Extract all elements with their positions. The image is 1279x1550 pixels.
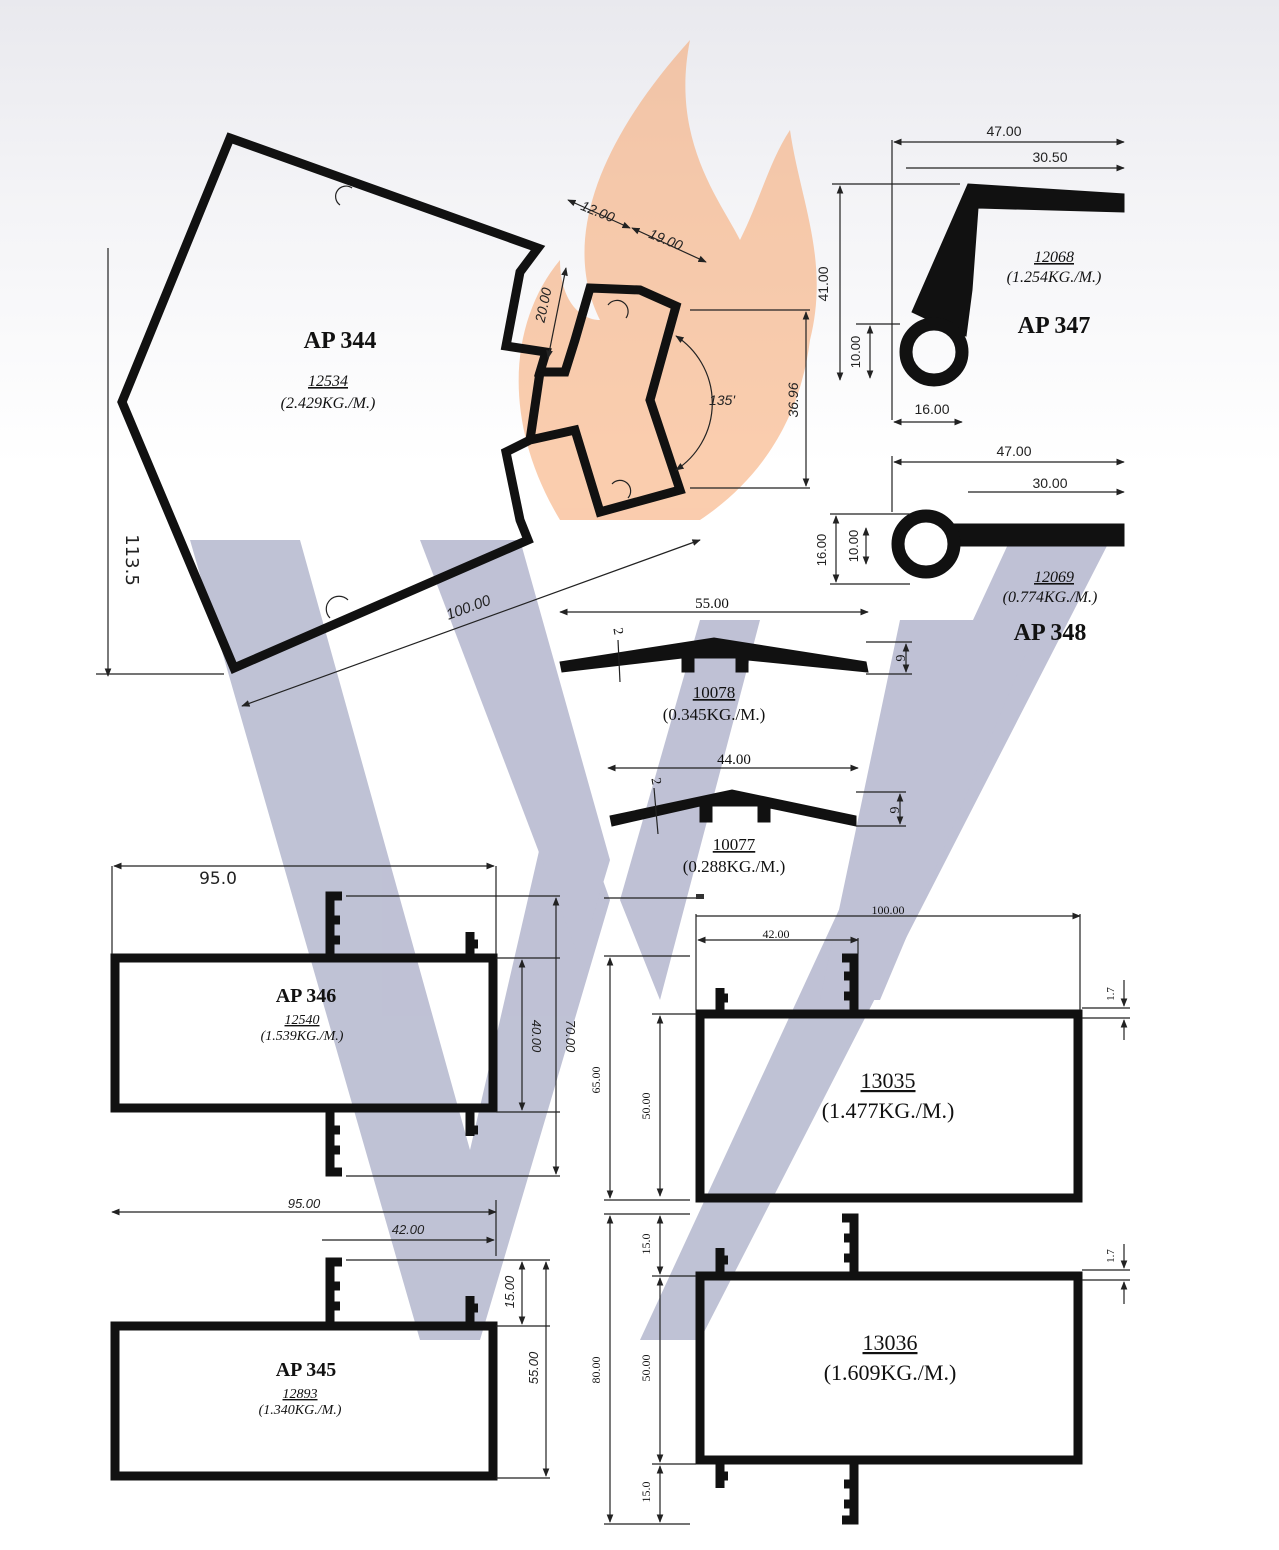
ap348-dim-16: 16.00 [814, 534, 829, 567]
ap346-dim-95: 95.0 [199, 869, 237, 889]
ap344-dim-3696: 36.96 [785, 382, 801, 417]
13036-top-lip [715, 1248, 728, 1272]
ap348-arm [951, 523, 1125, 547]
13036-bottom-lip [715, 1464, 728, 1488]
13035-marker [696, 894, 704, 899]
ap346-code: 12540 [285, 1013, 320, 1028]
ap344-hook-top [334, 185, 353, 206]
13035-top-lip [715, 988, 728, 1010]
ap347-eye [899, 317, 969, 387]
ap345-top-flange [325, 1257, 342, 1322]
13035-dim-65: 65.00 [589, 1067, 603, 1094]
13035-top-flange [842, 953, 859, 1010]
13036-top-flange [842, 1213, 859, 1272]
10077-dim-44: 44.00 [717, 752, 751, 768]
profile-10078: 55.00 2 6 10078 (0.345KG./M.) [559, 596, 912, 724]
10078-code: 10078 [693, 683, 736, 702]
ap348-weight: (0.774KG./M.) [1003, 589, 1098, 606]
ap345-title: AP 345 [276, 1359, 337, 1381]
ap347-title: AP 347 [1018, 313, 1091, 339]
10077-dim-2: 2 [647, 777, 663, 786]
ap345-dim-42: 42.00 [392, 1222, 425, 1237]
10078-weight: (0.345KG./M.) [663, 705, 765, 724]
ap346-top-flange [325, 891, 342, 955]
13036-code: 13036 [863, 1330, 918, 1355]
ap346-bottom-flange [325, 1110, 342, 1177]
profile-ap347: 47.00 30.50 41.00 10.00 16.00 12068 (1.2… [815, 123, 1125, 426]
ap344-weight: (2.429KG./M.) [281, 395, 376, 412]
13036-dim-15-bottom: 15.0 [639, 1482, 653, 1503]
ap347-dim-47: 47.00 [986, 123, 1021, 139]
ap347-code: 12068 [1034, 249, 1074, 266]
13035-dim-42: 42.00 [763, 927, 790, 941]
ap344-outline [117, 132, 686, 674]
ap348-eye [891, 509, 961, 579]
ap347-body [911, 183, 1125, 337]
ap347-weight: (1.254KG./M.) [1007, 269, 1102, 286]
13036-dim-15-top: 15.0 [639, 1234, 653, 1255]
13036-dim-17: 1.7 [1105, 1249, 1117, 1263]
ap345-dim-55: 55.00 [526, 1351, 541, 1384]
ap347-dim-41: 41.00 [815, 266, 831, 301]
ap347-dim-16: 16.00 [914, 401, 949, 417]
10078-dim-2: 2 [609, 627, 625, 636]
profile-10077: 44.00 2 6 10077 (0.288KG./M.) [607, 752, 906, 876]
profile-13035: 100.00 42.00 1.7 65.00 50.00 13035 (1.47… [589, 894, 1130, 1203]
profile-13036: 15.0 1.7 80.00 50.00 15.0 13036 (1.609KG… [589, 1213, 1130, 1525]
10077-dim-6: 6 [886, 807, 901, 814]
13035-dim-50: 50.00 [639, 1093, 653, 1120]
profile-ap348: 47.00 30.00 16.00 10.00 12069 (0.774KG./… [814, 443, 1125, 646]
ap345-code: 12893 [283, 1387, 318, 1402]
ap347-dim-3050: 30.50 [1032, 149, 1067, 165]
profile-ap345: 95.00 42.00 15.00 55.00 AP 345 12893 (1.… [110, 1196, 550, 1481]
13036-dim-80: 80.00 [589, 1357, 603, 1384]
ap348-code: 12069 [1034, 569, 1074, 586]
ap344-title: AP 344 [304, 328, 377, 354]
10078-dim-6: 6 [892, 655, 907, 662]
ap346-title: AP 346 [276, 985, 337, 1007]
ap348-dim-30: 30.00 [1032, 475, 1067, 491]
ap346-weight: (1.539KG./M.) [261, 1029, 344, 1044]
13035-dim-17: 1.7 [1105, 987, 1117, 1001]
13036-weight: (1.609KG./M.) [824, 1360, 957, 1385]
ap346-dim-70: 70.00 [563, 1020, 578, 1053]
13035-box [695, 1009, 1083, 1203]
ap344-dim-20: 20.00 [531, 286, 554, 325]
ap346-box [110, 953, 498, 1113]
ap344-hook-right [607, 299, 629, 319]
ap345-box [110, 1321, 498, 1481]
13035-dim-100: 100.00 [872, 903, 905, 917]
ap348-dim-47: 47.00 [996, 443, 1031, 459]
ap346-bottom-lip [465, 1110, 478, 1136]
13036-dim-50: 50.00 [639, 1355, 653, 1382]
13035-code: 13035 [861, 1068, 916, 1093]
ap345-weight: (1.340KG./M.) [259, 1403, 342, 1418]
ap345-dim-15: 15.00 [502, 1275, 517, 1308]
ap347-dim-10: 10.00 [848, 336, 863, 369]
ap345-dim-95: 95.00 [288, 1196, 321, 1211]
10077-weight: (0.288KG./M.) [683, 857, 785, 876]
ap348-dim-10: 10.00 [846, 530, 861, 563]
10078-dim-55: 55.00 [695, 596, 729, 612]
10078-body [559, 637, 869, 673]
profile-ap346: 95.0 40.00 70.00 AP 346 12540 (1.539KG./… [110, 862, 578, 1177]
ap344-dim-angle: 135' [709, 392, 736, 408]
13036-bottom-flange [842, 1464, 859, 1525]
watermark-flame [518, 40, 817, 520]
ap345-top-lip [465, 1296, 478, 1322]
13035-weight: (1.477KG./M.) [822, 1098, 955, 1123]
10077-code: 10077 [713, 835, 756, 854]
ap346-dim-40: 40.00 [529, 1020, 544, 1053]
ap344-dim-1135: 113.5 [121, 534, 142, 586]
ap346-top-lip [465, 932, 478, 955]
ap344-hook-lower [611, 479, 632, 499]
10077-body [609, 789, 857, 827]
13036-box [695, 1271, 1083, 1465]
ap348-title: AP 348 [1014, 620, 1087, 646]
ap344-inner-channel [525, 371, 545, 441]
ap344-code: 12534 [308, 373, 348, 390]
